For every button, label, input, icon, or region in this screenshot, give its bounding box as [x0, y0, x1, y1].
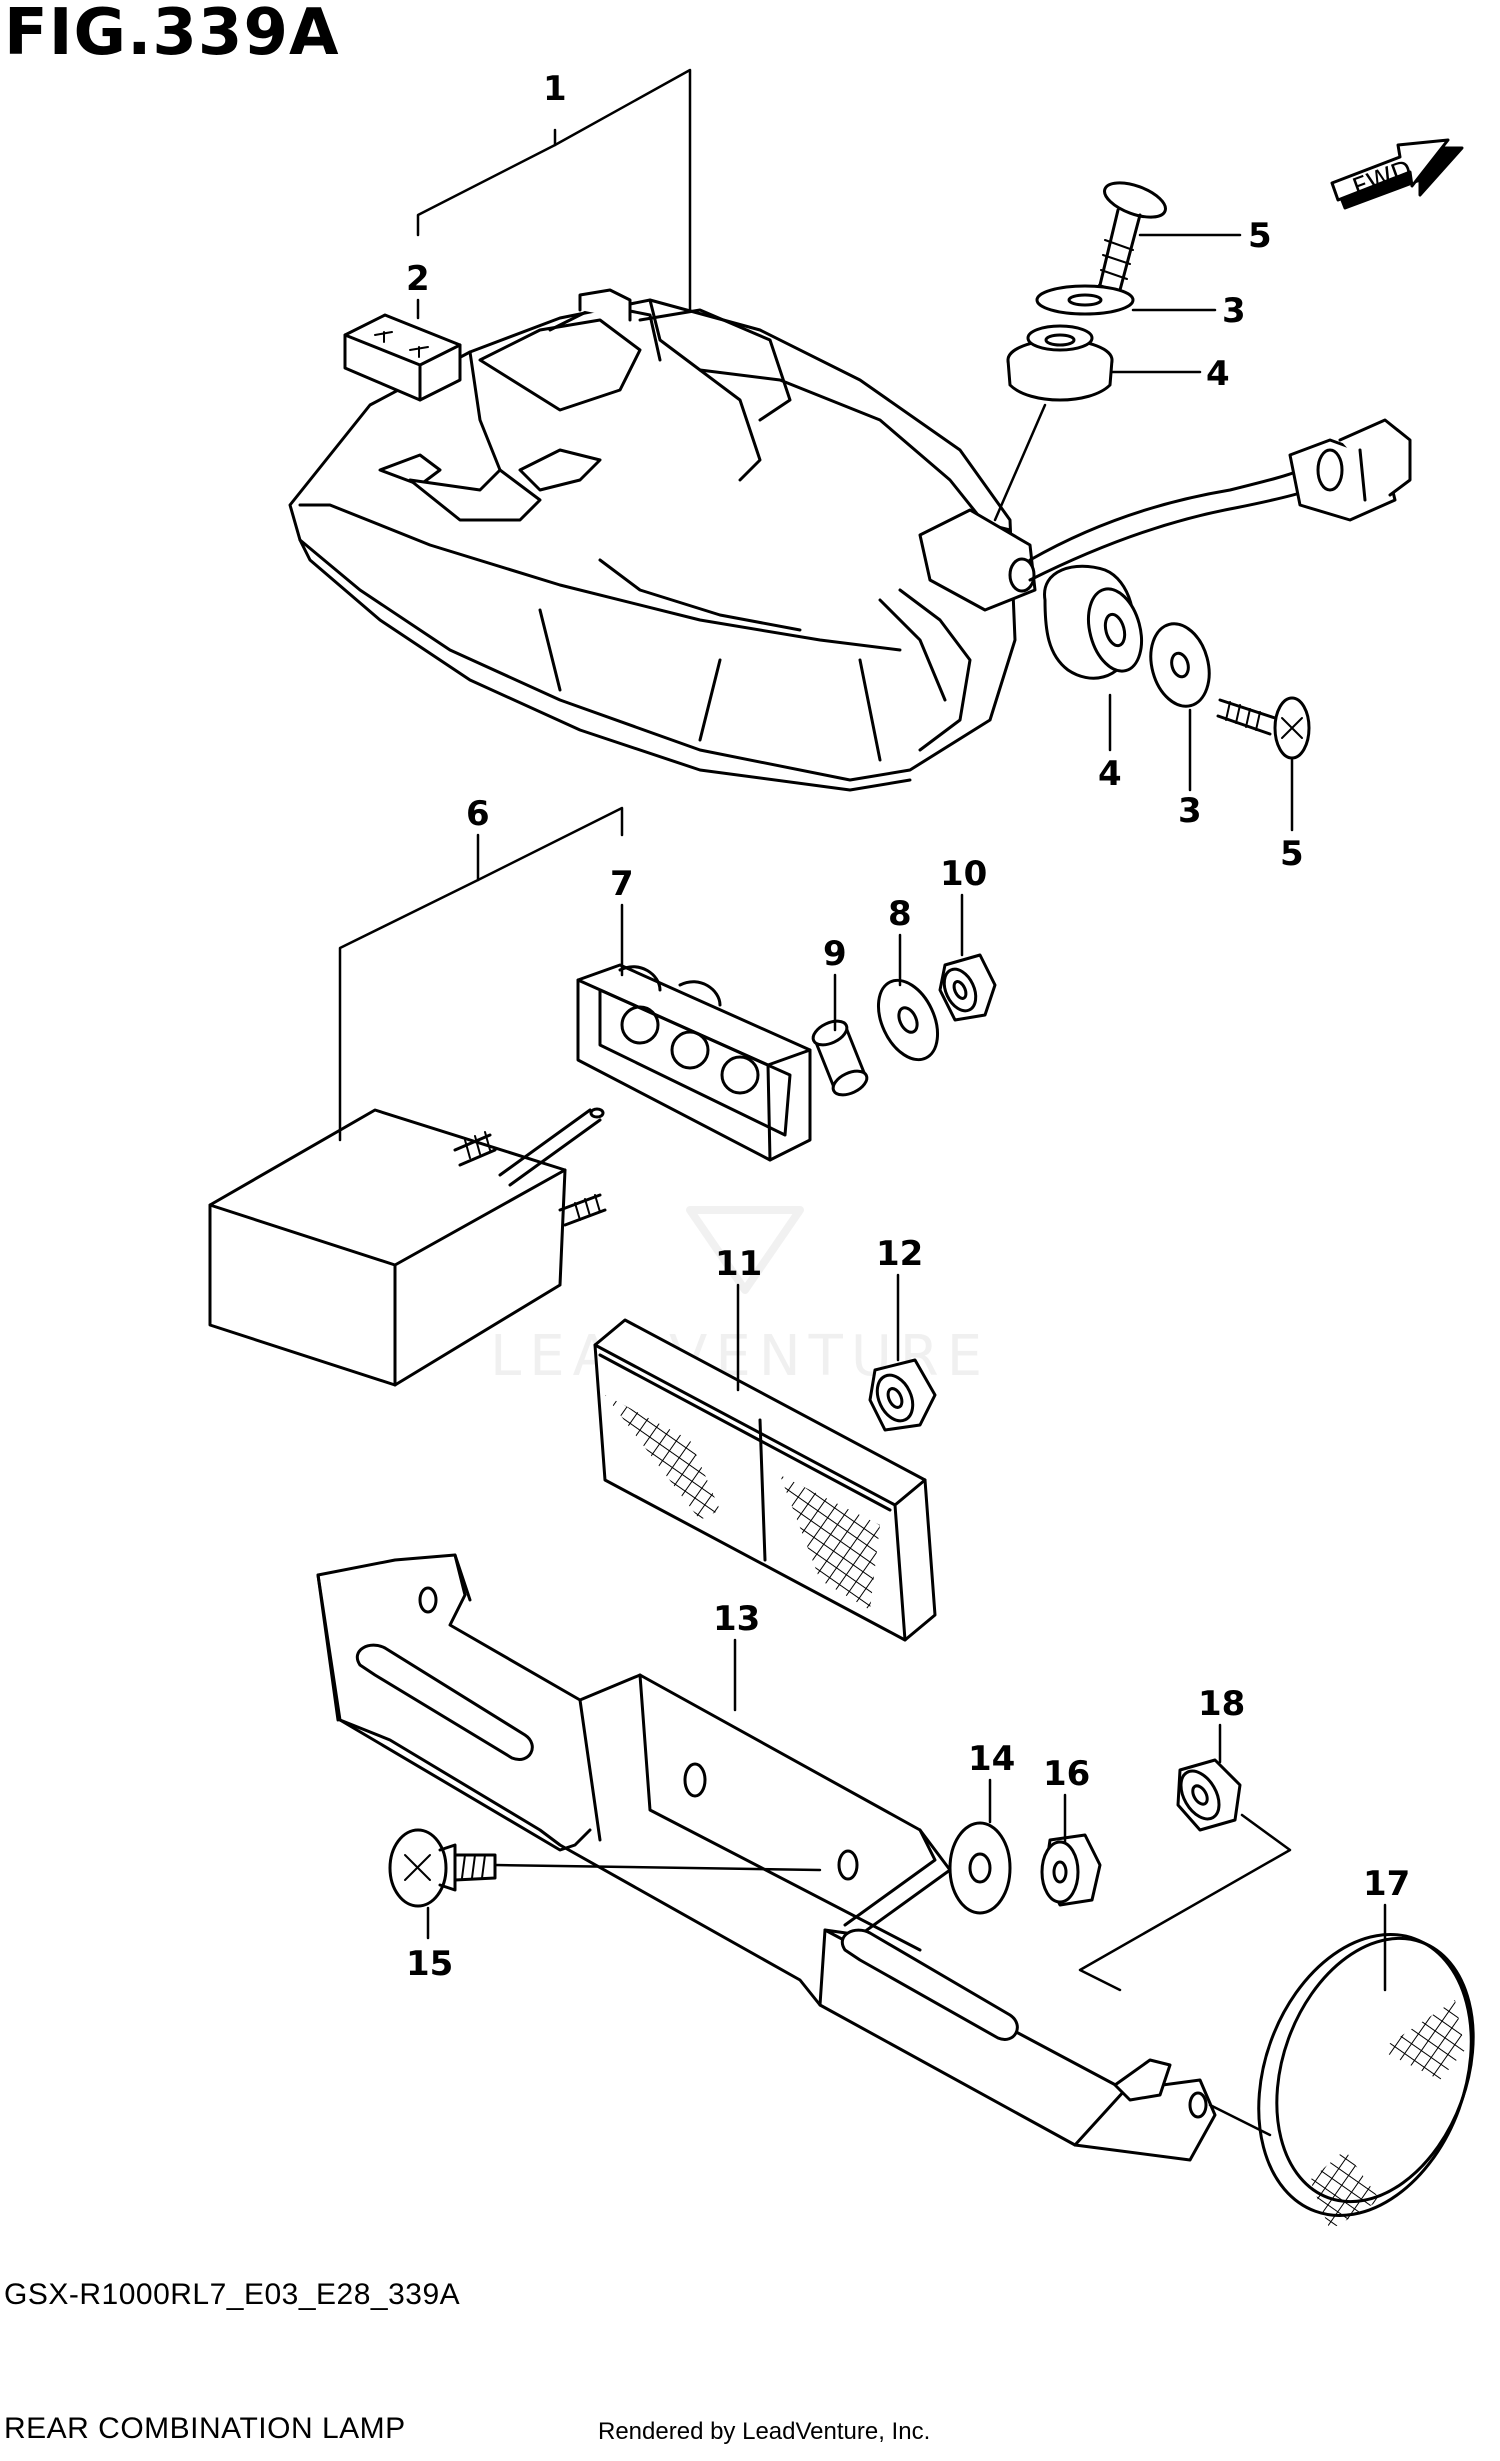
- callout-3-right: 3: [1178, 791, 1202, 831]
- callout-3-top: 3: [1222, 291, 1246, 331]
- part-3-washer-top: [1035, 284, 1135, 316]
- part-10-nut: [938, 953, 997, 1022]
- part-7-gasket: [576, 963, 812, 1162]
- callout-numbers: 1 2 5 3 4 4 3 5 6 7 8 9 10 11 12 13 14 1…: [406, 69, 1410, 1984]
- part-11-reflector: [593, 1318, 937, 1642]
- figure-title: FIG.339A: [4, 0, 340, 70]
- callout-12: 12: [876, 1234, 923, 1274]
- part-4-grommet-right: [1043, 564, 1143, 680]
- part-1-tail-lamp: [288, 288, 1412, 792]
- part-18-nut: [1176, 1758, 1242, 1832]
- callout-10: 10: [940, 854, 987, 894]
- callout-13: 13: [713, 1599, 760, 1639]
- part-4-grommet-top: [1006, 324, 1114, 402]
- part-2-plate: [343, 313, 462, 402]
- callout-5-top: 5: [1248, 216, 1272, 256]
- callout-16: 16: [1043, 1754, 1090, 1794]
- fwd-arrow-icon: FWD: [1330, 138, 1464, 210]
- callout-5-right: 5: [1280, 834, 1304, 874]
- callout-18: 18: [1198, 1684, 1245, 1724]
- callout-4-right: 4: [1098, 754, 1122, 794]
- callout-9: 9: [823, 934, 847, 974]
- part-15-screw: [388, 1828, 497, 1908]
- part-14-washer: [948, 1821, 1012, 1915]
- part-5-screw-top: [1098, 181, 1167, 293]
- part-5-screw-right: [1216, 696, 1311, 760]
- part-6-license-lamp: [208, 1107, 607, 1387]
- callout-11: 11: [715, 1244, 762, 1284]
- callout-7: 7: [610, 864, 634, 904]
- credit-text: Rendered by LeadVenture, Inc.: [598, 2418, 931, 2445]
- part-9-spacer: [811, 1019, 869, 1097]
- callout-17: 17: [1363, 1864, 1410, 1904]
- leader-lines: [338, 68, 1387, 2137]
- part-3-washer-right: [1149, 622, 1211, 708]
- callout-4-top: 4: [1206, 354, 1230, 394]
- callout-1: 1: [543, 69, 567, 109]
- part-13-bracket: [316, 1553, 1217, 2162]
- part-8-washer: [876, 978, 940, 1062]
- callout-8: 8: [888, 894, 912, 934]
- part-16-nut: [1040, 1833, 1102, 1907]
- callout-2: 2: [406, 259, 430, 299]
- part-12-nut: [868, 1358, 937, 1432]
- callout-14: 14: [968, 1739, 1015, 1779]
- figure-name: REAR COMBINATION LAMP: [4, 2412, 406, 2445]
- callout-15: 15: [406, 1944, 453, 1984]
- callout-6: 6: [466, 794, 490, 834]
- model-code: GSX-R1000RL7_E03_E28_339A: [4, 2278, 461, 2311]
- part-17-round-reflector: [1257, 1933, 1475, 2230]
